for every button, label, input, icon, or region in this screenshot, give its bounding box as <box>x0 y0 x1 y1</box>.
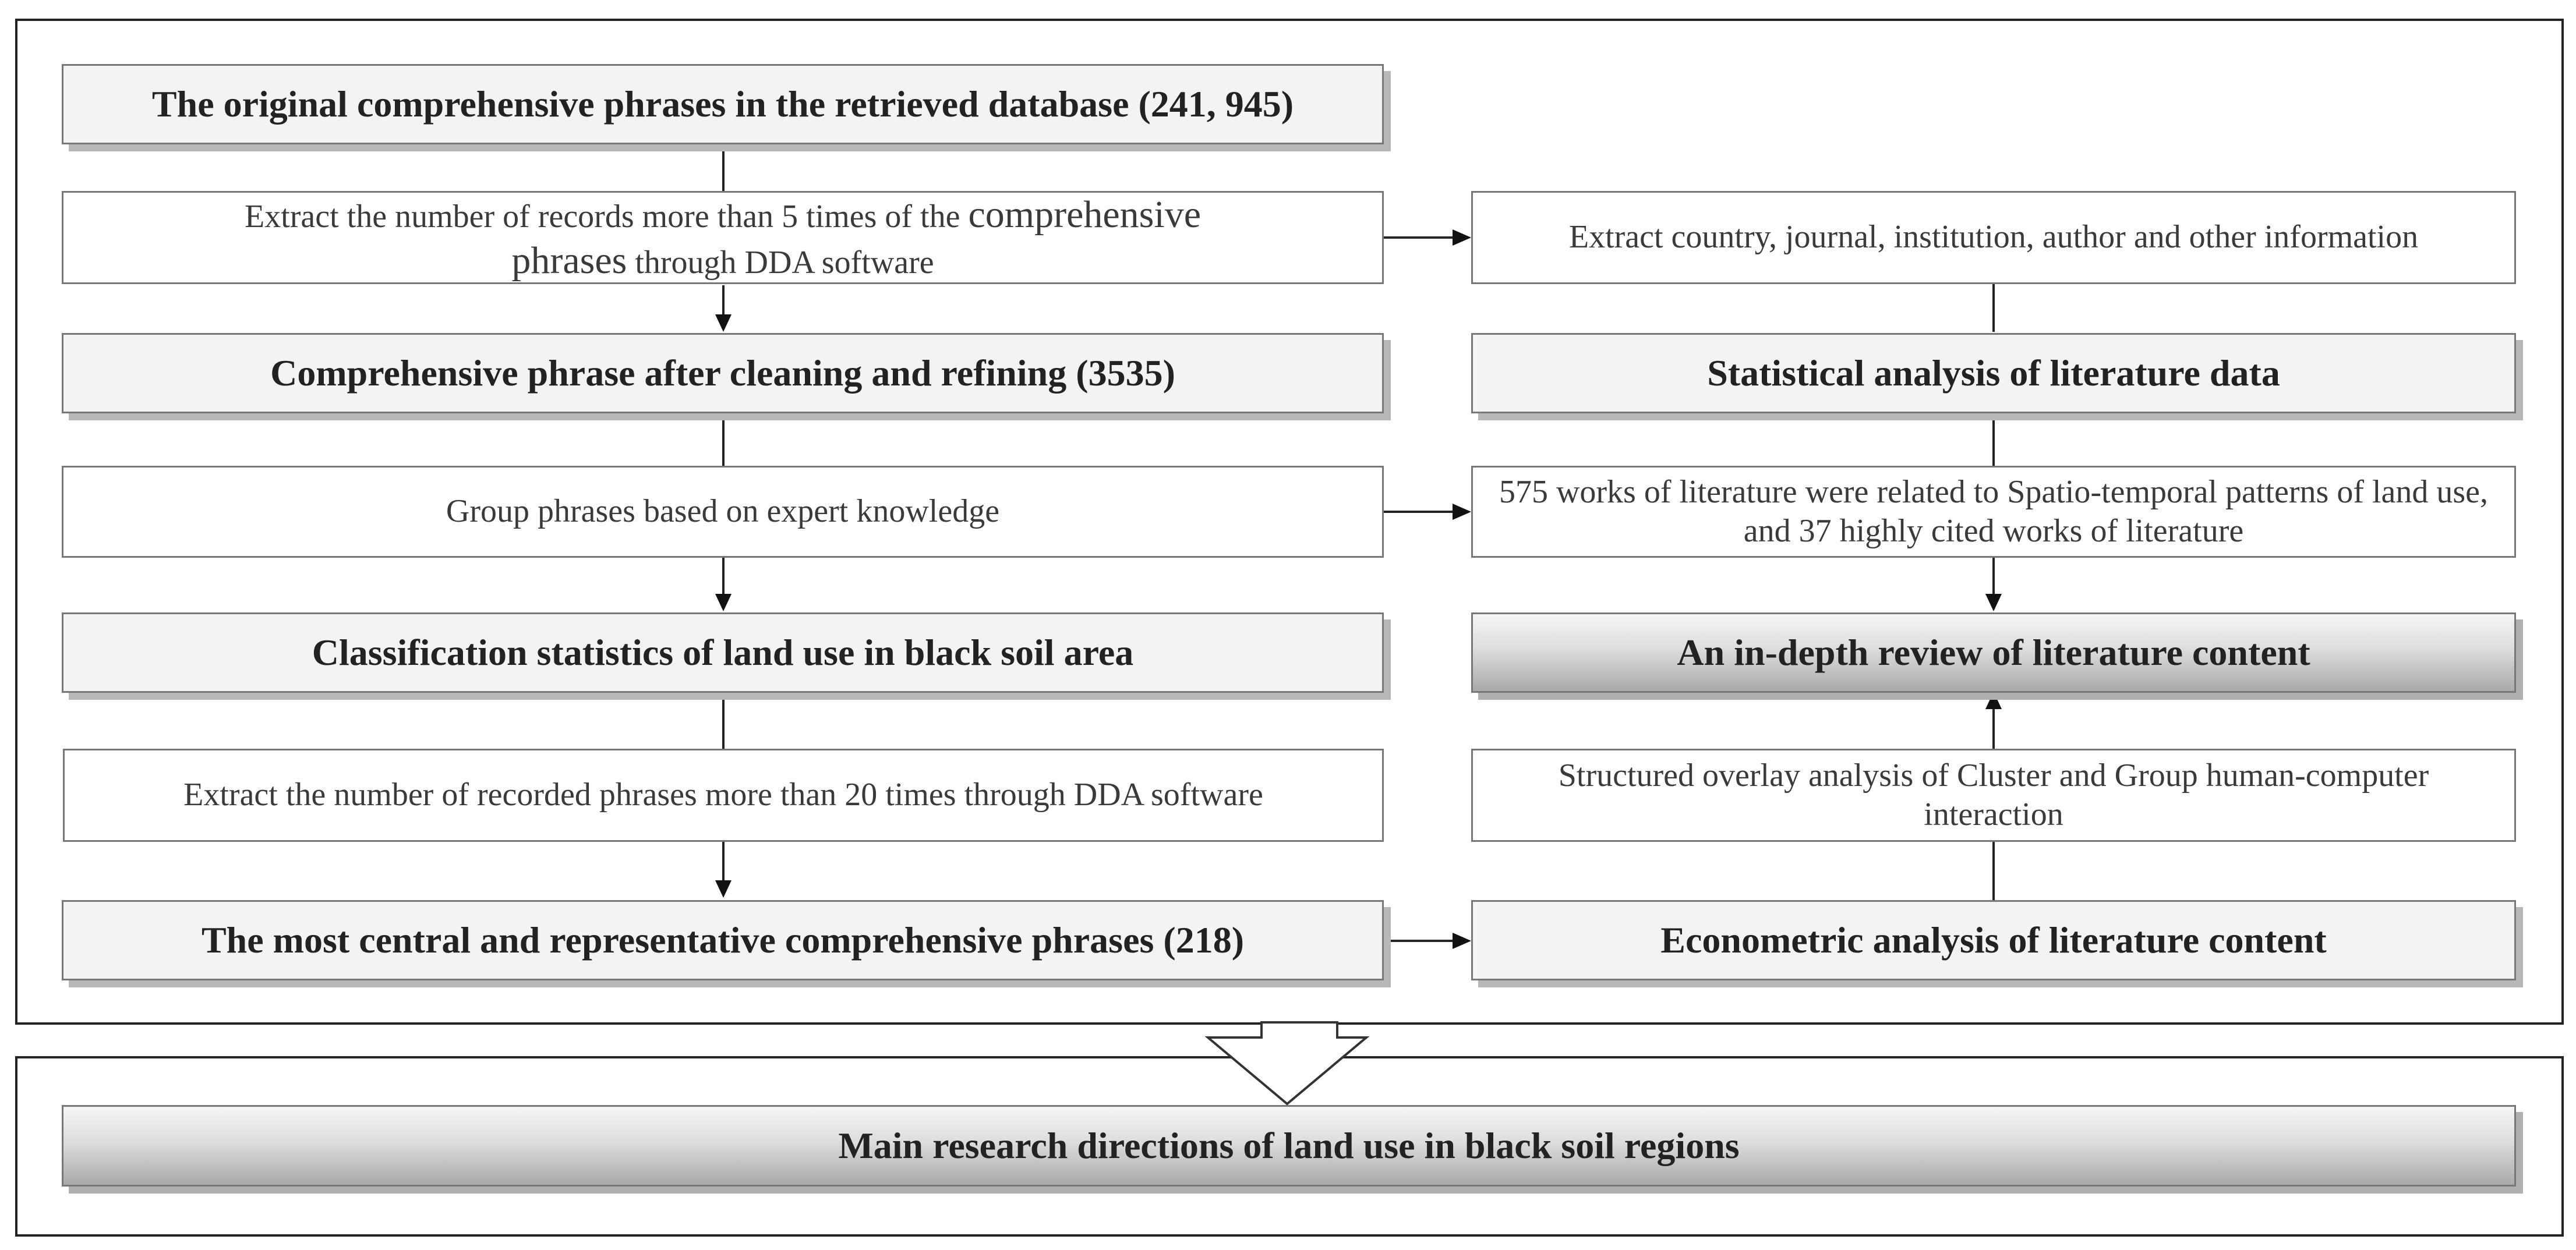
arrowhead-b2-r1 <box>1453 229 1471 246</box>
step-statistical-analysis: Statistical analysis of literature data <box>1471 333 2516 413</box>
arrowhead-r5-r4 <box>1985 692 2002 709</box>
arrowhead-r3-r4 <box>1985 594 2002 611</box>
extract-5-times-part2: comprehensive <box>968 193 1201 236</box>
step-extract-5-times: Extract the number of records more than … <box>62 191 1384 284</box>
step-cleaned-phrases: Comprehensive phrase after cleaning and … <box>62 333 1384 413</box>
step-in-depth-review: An in-depth review of literature content <box>1471 612 2516 693</box>
step-econometric-analysis: Econometric analysis of literature conte… <box>1471 900 2516 980</box>
extract-5-times-part1: Extract the number of records more than … <box>245 198 960 235</box>
step-related-literature: 575 works of literature were related to … <box>1471 466 2516 558</box>
extract-5-times-part4: through DDA software <box>635 245 934 281</box>
arrowhead-b4-b5 <box>715 594 732 611</box>
result-main-directions: Main research directions of land use in … <box>62 1105 2516 1187</box>
step-extract-metadata: Extract country, journal, institution, a… <box>1471 191 2516 284</box>
step-classification-statistics: Classification statistics of land use in… <box>62 612 1384 693</box>
extract-5-times-text: Extract the number of records more than … <box>245 192 1201 284</box>
extract-5-times-part3: phrases <box>511 239 627 282</box>
arrowhead-b4-r3 <box>1453 504 1471 520</box>
arrowhead-b2-b3 <box>715 314 732 332</box>
step-central-phrases: The most central and representative comp… <box>62 900 1384 980</box>
big-down-arrow <box>1204 1021 1370 1106</box>
step-extract-20-times: Extract the number of recorded phrases m… <box>63 749 1384 842</box>
step-structured-overlay: Structured overlay analysis of Cluster a… <box>1471 749 2516 842</box>
step-original-phrases: The original comprehensive phrases in th… <box>62 64 1384 144</box>
step-group-phrases: Group phrases based on expert knowledge <box>62 466 1384 558</box>
arrowhead-b7-r6 <box>1453 933 1471 949</box>
arrowhead-b6-b7 <box>715 880 732 898</box>
